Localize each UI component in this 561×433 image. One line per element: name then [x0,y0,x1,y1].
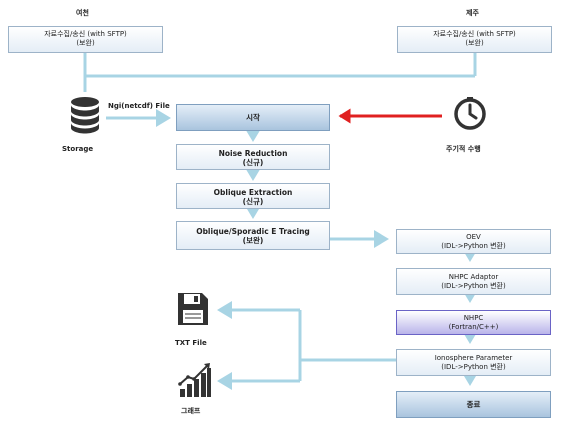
start-node: 시작 [176,104,330,131]
oblique-tracing-line1: Oblique/Sporadic E Tracing [196,227,310,236]
left-source-line2: (보완) [76,39,95,47]
noise-reduction-node: Noise Reduction (신규) [176,144,330,170]
right-source-box: 자료수집/송신 (with SFTP) (보완) [397,26,552,53]
floppy-disk-icon [178,293,208,325]
nhpc-node: NHPC (Fortran/C++) [396,310,551,335]
ionosphere-line1: Ionosphere Parameter [434,354,513,362]
left-source-title: 여천 [76,9,89,17]
right-source-line1: 자료수집/송신 (with SFTP) [433,30,516,38]
nhpc-line1: NHPC [463,314,484,322]
nhpc-adaptor-line1: NHPC Adaptor [448,273,499,281]
timer-label: 주기적 수행 [446,145,481,153]
storage-file-label: Ngi(netcdf) File [108,102,170,110]
bar-chart-icon [178,363,211,397]
right-source-title: 제주 [466,9,479,17]
oblique-extraction-line2: (신규) [242,197,264,206]
oblique-extraction-node: Oblique Extraction (신규) [176,183,330,209]
nhpc-line2: (Fortran/C++) [448,323,499,331]
ionosphere-line2: (IDL->Python 변환) [441,363,506,371]
left-source-box: 자료수집/송신 (with SFTP) (보완) [8,26,163,53]
end-node: 종료 [396,391,551,418]
storage-label: Storage [62,145,94,153]
clock-icon [454,97,486,130]
nhpc-adaptor-node: NHPC Adaptor (IDL->Python 변환) [396,268,551,295]
noise-reduction-line2: (신규) [242,158,264,167]
oblique-tracing-line2: (보완) [242,236,264,245]
right-source-line2: (보완) [465,39,484,47]
oev-node: OEV (IDL->Python 변환) [396,229,551,254]
oblique-tracing-node: Oblique/Sporadic E Tracing (보완) [176,221,330,250]
nhpc-adaptor-line2: (IDL->Python 변환) [441,282,506,290]
noise-reduction-line1: Noise Reduction [218,149,288,158]
txt-file-label: TXT File [175,339,207,347]
ionosphere-node: Ionosphere Parameter (IDL->Python 변환) [396,349,551,376]
graph-label: 그래프 [181,407,201,415]
oblique-extraction-line1: Oblique Extraction [213,188,293,197]
left-source-line1: 자료수집/송신 (with SFTP) [44,30,127,38]
oev-line1: OEV [466,233,481,241]
oev-line2: (IDL->Python 변환) [441,242,506,250]
database-icon [71,97,99,134]
